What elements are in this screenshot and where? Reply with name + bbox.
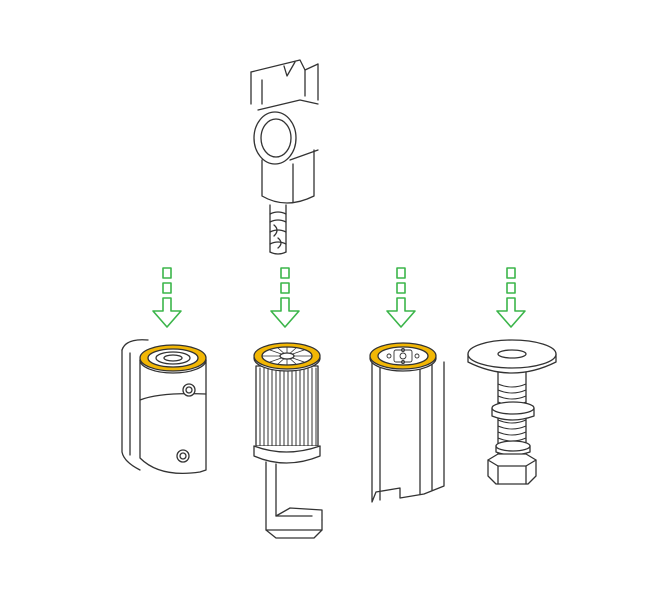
mounting-bracket-icon	[250, 59, 319, 255]
arrow-down-icon	[496, 267, 526, 328]
filter-cartridge-icon	[253, 342, 323, 539]
arrow-down-icon	[386, 267, 416, 328]
arrow-down-icon	[152, 267, 182, 328]
tube-profile-icon	[369, 342, 445, 503]
wall-housing-icon	[121, 339, 207, 475]
bolt-washer-icon	[467, 339, 557, 485]
arrow-down-icon	[270, 267, 300, 328]
